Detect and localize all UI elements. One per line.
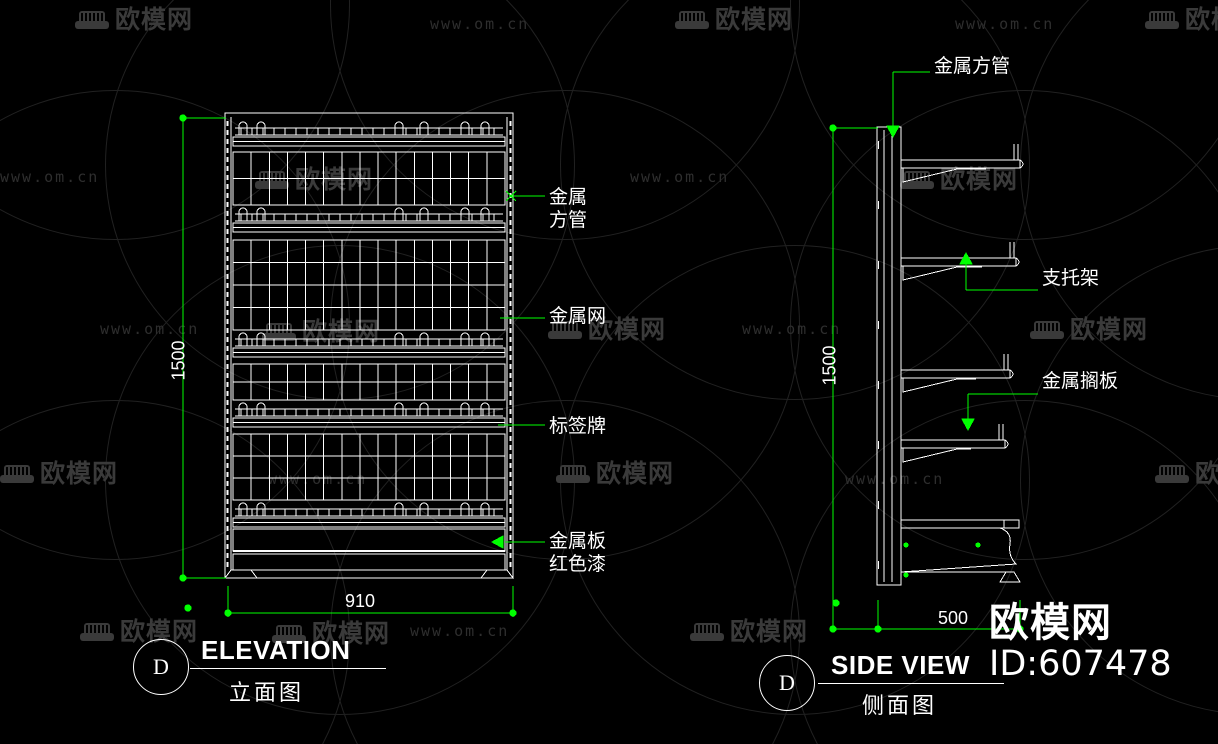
- shelf-hook: [460, 402, 470, 416]
- shelf-hook: [419, 502, 429, 516]
- leader-arrow: [959, 251, 973, 265]
- shelf-hook: [394, 332, 404, 346]
- shelf-hook: [238, 332, 248, 346]
- side-view-geometry: [876, 126, 1024, 586]
- fastener-marker: [975, 542, 981, 548]
- title-side-view-en: SIDE VIEW: [831, 650, 970, 680]
- title-rule-side-view: [818, 683, 1004, 684]
- support-bracket: [902, 378, 976, 393]
- shelf-hook: [419, 402, 429, 416]
- leader-origin-mark: [505, 190, 517, 202]
- shelf-hook: [238, 121, 248, 135]
- label-metal-plate-red-paint: 金属板 红色漆: [549, 531, 607, 575]
- shelf-hook: [460, 502, 470, 516]
- dimension-node: [179, 114, 187, 122]
- title-elevation-en: ELEVATION: [201, 635, 351, 665]
- dimension-node: [179, 574, 187, 582]
- sideview-shelf-board: [900, 369, 1011, 379]
- sideview-shelf-board: [900, 159, 1021, 169]
- shelf-hook: [238, 402, 248, 416]
- leader-arrow: [886, 125, 900, 139]
- dimension-node: [832, 599, 840, 607]
- dim-elevation-height: 1500: [168, 340, 189, 381]
- title-rule-elevation: [190, 668, 386, 669]
- shelf-hook: [256, 502, 266, 516]
- dimension-node: [184, 604, 192, 612]
- brand-block: 欧模网 ID:607478: [989, 601, 1172, 683]
- shelf-hook: [419, 332, 429, 346]
- shelf-hook: [419, 121, 429, 135]
- title-side-view-cn: 侧面图: [862, 693, 938, 718]
- label-metal-mesh: 金属网: [549, 306, 607, 327]
- title-elevation-cn: 立面图: [229, 680, 305, 705]
- shelf-end-return: [1015, 257, 1020, 267]
- dimension-node: [829, 625, 837, 633]
- shelf-end-return: [1004, 439, 1009, 449]
- shelf-hook: [256, 402, 266, 416]
- dim-elevation-width: 910: [345, 591, 376, 611]
- sideview-shelf-board: [900, 439, 1006, 449]
- shelf-hook: [394, 402, 404, 416]
- leader-lines: [490, 71, 1038, 549]
- elevation-geometry: [224, 112, 514, 579]
- fastener-marker: [903, 542, 909, 548]
- shelf-hook: [460, 121, 470, 135]
- shelf-hook: [256, 121, 266, 135]
- shelf-hook: [480, 502, 490, 516]
- label-tag-plate: 标签牌: [549, 416, 607, 437]
- shelf-hook: [460, 207, 470, 221]
- shelf-end-return: [1009, 369, 1014, 379]
- shelf-hook: [480, 332, 490, 346]
- mesh-bay: [232, 433, 506, 501]
- dimension-node: [509, 609, 517, 617]
- base-metal-plate: [232, 528, 506, 552]
- shelf-hook: [460, 332, 470, 346]
- label-metal-square-tube-sideview: 金属方管: [934, 56, 1011, 77]
- support-bracket: [902, 266, 982, 281]
- label-metal-square-tube-elevation: 金属 方管: [549, 187, 588, 231]
- sideview-base-foot: [999, 571, 1021, 583]
- shelf-hook: [419, 207, 429, 221]
- brand-model-id: ID:607478: [989, 644, 1172, 684]
- base-plinth: [232, 553, 506, 571]
- label-support-bracket: 支托架: [1042, 268, 1100, 289]
- sideview-base-panel: [900, 527, 1018, 573]
- shelf-hook: [394, 502, 404, 516]
- shelf-hook: [480, 121, 490, 135]
- sideview-upright-post: [876, 126, 902, 586]
- shelf-hook: [480, 402, 490, 416]
- shelf-hook: [480, 207, 490, 221]
- fastener-marker: [903, 572, 909, 578]
- dimension-node: [874, 625, 882, 633]
- leader-arrow: [490, 535, 504, 549]
- dim-sideview-height: 1500: [819, 345, 840, 386]
- shelf-hook: [394, 121, 404, 135]
- shelf-hook: [394, 207, 404, 221]
- support-bracket: [902, 168, 986, 183]
- shelf-hook: [238, 502, 248, 516]
- mesh-bay: [232, 433, 506, 501]
- brand-name: 欧模网: [989, 601, 1112, 645]
- base-foot: [224, 569, 258, 579]
- sideview-shelf-board: [900, 257, 1017, 267]
- dim-sideview-depth: 500: [938, 608, 969, 628]
- leader-arrow: [961, 418, 975, 432]
- base-foot: [480, 569, 514, 579]
- shelf-hook: [238, 207, 248, 221]
- dimension-node: [829, 124, 837, 132]
- elevation-outer-frame: [224, 112, 514, 579]
- detail-marker-side-view: D: [759, 655, 815, 711]
- sideview-base-top-plate: [900, 519, 1020, 529]
- dimension-node: [224, 609, 232, 617]
- shelf-hook: [256, 207, 266, 221]
- label-metal-shelf-board: 金属搁板: [1042, 371, 1119, 392]
- support-bracket: [902, 448, 971, 463]
- detail-marker-elevation: D: [133, 639, 189, 695]
